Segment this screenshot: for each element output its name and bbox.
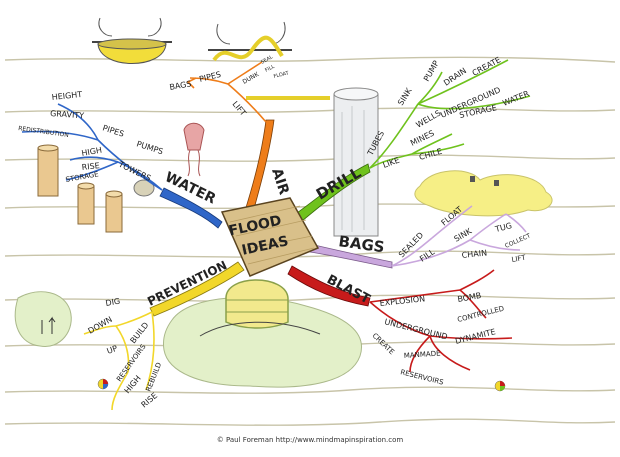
drill-labels: TUBES SINK PUMP DRAIN CREATE WELLS UNDER…: [365, 55, 531, 170]
blast-underground: UNDERGROUND: [384, 317, 449, 341]
prevention-dig: DIG: [105, 297, 121, 308]
air-lift: LIFT: [230, 100, 247, 118]
branch-bags: [309, 243, 393, 269]
water-subtree: [21, 103, 163, 191]
hands-holding-tube-illustration: [208, 21, 292, 62]
prevention-build: BUILD: [128, 321, 150, 346]
drill-water: WATER: [501, 89, 531, 108]
drill-create: CREATE: [471, 55, 503, 78]
water-redistribution: REDISTRIBUTION: [18, 125, 69, 139]
water-high: HIGH: [81, 146, 103, 158]
bags-chain: CHAIN: [461, 248, 487, 260]
prevention-subtree: [83, 311, 155, 411]
prevention-rebuild: REBUILD: [144, 361, 163, 392]
drill-mines: MINES: [409, 129, 436, 148]
prevention-up: UP: [106, 344, 119, 356]
copyright-credit: © Paul Foreman http://www.mindmapinspira…: [216, 436, 404, 444]
water-pumps: PUMPS: [135, 139, 164, 156]
prevention-down: DOWN: [87, 315, 114, 336]
prevention-rise: RISE: [140, 391, 160, 410]
blast-explosion: EXPLOSION: [379, 294, 425, 308]
drill-sink: SINK: [396, 86, 414, 107]
air-bags: BAGS: [169, 79, 192, 92]
water-rise: RISE: [81, 161, 100, 172]
water-storage: STORAGE: [65, 170, 99, 184]
prevention-reservoirs: RESERVOIRS: [115, 342, 148, 383]
air-float: FLOAT: [273, 70, 290, 80]
bags-tug: TUG: [493, 221, 513, 234]
branch-blast: [287, 265, 371, 307]
blast-reservoirs: RESERVOIRS: [400, 368, 445, 387]
underground-cave-illustration: [14, 291, 72, 347]
water-pipes: PIPES: [101, 123, 125, 138]
drill-like: LIKE: [382, 156, 401, 170]
branch-water: [159, 187, 223, 229]
blast-labels: EXPLOSION BOMB CONTROLLED DYNAMITE UNDER…: [371, 291, 505, 387]
drill-cylinder-illustration: [333, 87, 379, 237]
water-gravity: GRAVITY: [50, 109, 85, 120]
pump-jellyfish-illustration: [183, 122, 205, 177]
bags-fill: FILL: [418, 247, 437, 264]
bags-collect: COLLECT: [504, 232, 532, 250]
branch-air: [243, 119, 275, 217]
drill-subtree: [369, 59, 531, 169]
blast-manmade: MANMADE: [404, 349, 441, 360]
air-subtree: [186, 61, 267, 123]
central-topic: FLOOD IDEAS: [220, 197, 320, 277]
water-towers-illustration: [37, 144, 155, 233]
underground-dome-illustration: [163, 279, 362, 388]
ground-strata: [4, 56, 616, 426]
yellow-float-bags-illustration: [414, 170, 553, 217]
drill-drain: DRAIN: [442, 66, 468, 88]
blast-controlled: CONTROLLED: [457, 305, 505, 324]
branch-label-air: AIR: [268, 166, 292, 197]
air-seal: SEAL: [260, 54, 274, 66]
blast-bomb: BOMB: [457, 291, 482, 304]
air-fill: FILL: [264, 64, 276, 74]
bags-lift: LIFT: [511, 254, 527, 264]
bags-subtree: [391, 205, 527, 267]
blast-subtree: [369, 269, 513, 373]
branch-prevention: [149, 261, 245, 317]
main-branches: [149, 119, 393, 317]
color-wheel-icon: [97, 378, 506, 392]
bags-sink: SINK: [453, 226, 474, 244]
water-height: HEIGHT: [51, 90, 82, 102]
branch-drill: [289, 163, 371, 227]
hands-lifting-pot-illustration: [92, 17, 172, 64]
water-towers: TOWERS: [116, 159, 152, 183]
